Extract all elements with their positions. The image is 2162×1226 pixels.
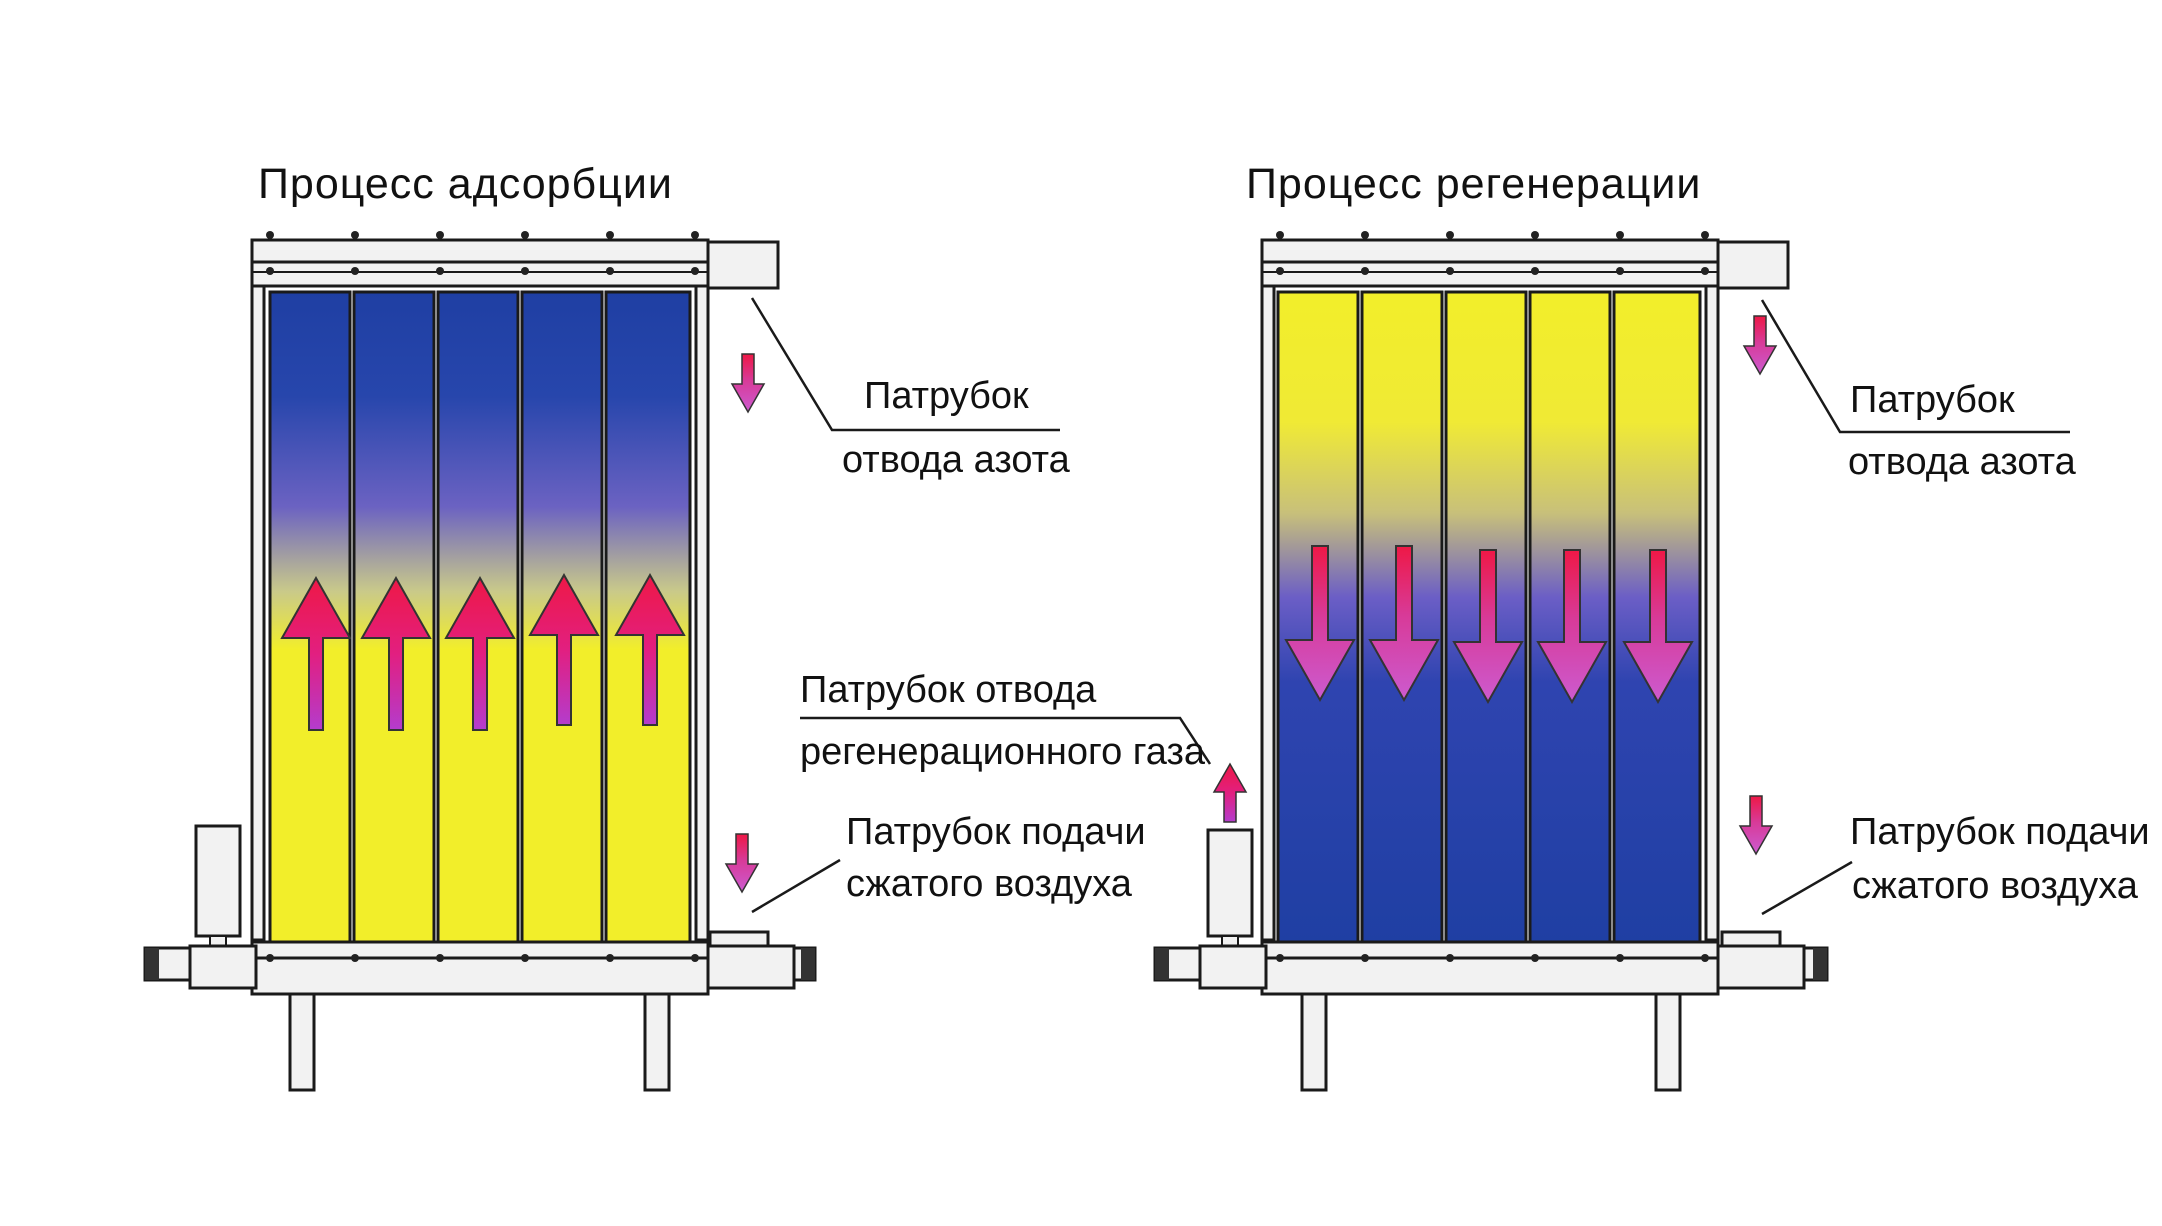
nitrogen-outlet-nozzle xyxy=(1716,240,1790,290)
flow-arrows-down xyxy=(1284,545,1694,705)
pipe-end xyxy=(1813,948,1827,980)
air-inlet-label-2: сжатого воздуха xyxy=(1852,865,2139,907)
nitrogen-outlet-nozzle xyxy=(706,240,780,290)
regen-outlet-nozzle xyxy=(194,824,242,938)
arrow-up-icon xyxy=(444,575,516,731)
bottom-header-frame xyxy=(1260,940,1720,996)
nitrogen-outlet-label-2: отвода азота xyxy=(1848,441,2077,483)
bottom-header-frame xyxy=(250,940,710,996)
arrow-up-icon xyxy=(360,575,432,731)
leader-line xyxy=(1760,299,2070,434)
arrow-down-icon xyxy=(730,353,766,414)
nitrogen-outlet-label-1: Патрубок xyxy=(864,375,1029,417)
frame-post xyxy=(1260,238,1276,942)
arrow-down-icon xyxy=(1368,545,1440,703)
arrow-down-icon xyxy=(1742,315,1778,376)
frame-post xyxy=(250,238,266,942)
leader-line xyxy=(751,858,841,914)
air-inlet-label-1: Патрубок подачи xyxy=(846,811,1146,853)
air-inlet-label-1: Патрубок подачи xyxy=(1850,811,2150,853)
leader-line xyxy=(800,716,1212,765)
arrow-down-icon xyxy=(724,833,760,894)
arrow-down-icon xyxy=(1536,549,1608,705)
flow-arrows-up xyxy=(280,572,686,731)
nitrogen-outlet-label-2: отвода азота xyxy=(842,439,1071,481)
support-leg xyxy=(643,988,671,1092)
adsorber-column xyxy=(1276,290,1360,944)
regeneration-panel: Процесс регенерации xyxy=(800,160,2150,1092)
regen-outlet-nozzle xyxy=(1206,828,1254,938)
arrow-down-icon xyxy=(1738,795,1774,856)
leader-line xyxy=(750,297,1060,432)
support-leg xyxy=(288,988,316,1092)
support-leg xyxy=(1654,988,1682,1092)
arrow-up-icon xyxy=(280,575,352,731)
nitrogen-outlet-label-1: Патрубок xyxy=(1850,379,2015,421)
regeneration-title: Процесс регенерации xyxy=(1246,160,1701,208)
adsorption-title: Процесс адсорбции xyxy=(258,160,673,208)
arrow-up-icon xyxy=(614,572,686,726)
arrow-down-icon xyxy=(1284,545,1356,703)
frame-post xyxy=(1704,238,1720,942)
pipe-end xyxy=(801,948,815,980)
adsorption-panel: Процесс адсорбции xyxy=(143,160,1146,1092)
arrow-up-icon xyxy=(1212,762,1248,823)
arrow-up-icon xyxy=(528,572,600,726)
leader-line xyxy=(1761,860,1853,916)
pipe-end xyxy=(145,948,159,980)
support-leg xyxy=(1300,988,1328,1092)
regen-outlet-label-2: регенерационного газа xyxy=(800,731,1206,773)
arrow-down-icon xyxy=(1622,549,1694,705)
arrow-down-icon xyxy=(1452,549,1524,705)
air-inlet-label-2: сжатого воздуха xyxy=(846,863,1133,905)
frame-post xyxy=(694,238,710,942)
pipe-end xyxy=(1155,948,1169,980)
regen-outlet-label-1: Патрубок отвода xyxy=(800,669,1097,711)
